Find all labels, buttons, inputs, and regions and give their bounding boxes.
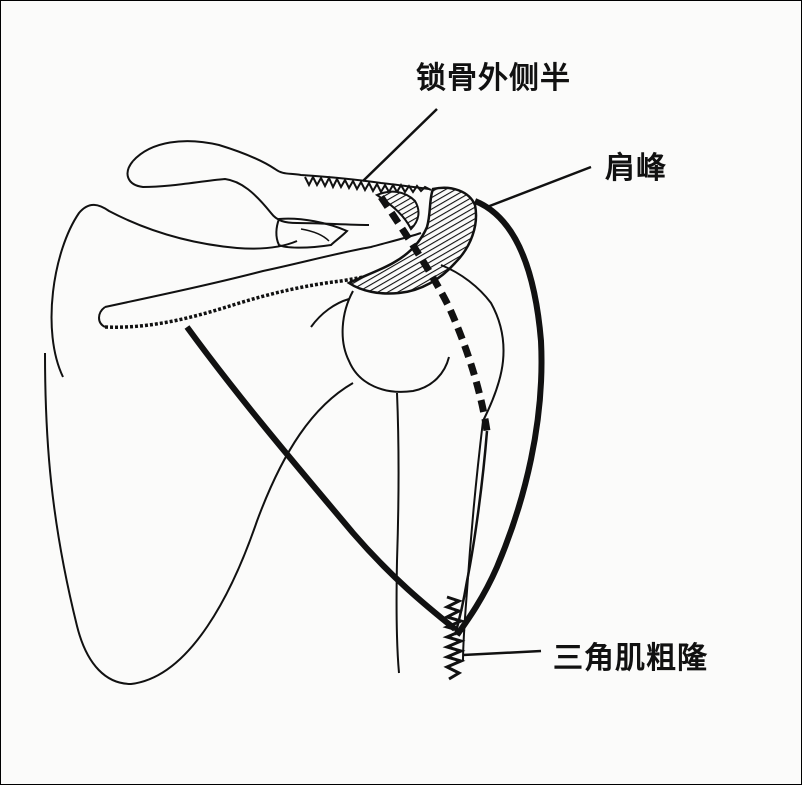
- label-clavicle-lateral-half: 锁骨外侧半: [416, 61, 571, 96]
- label-acromion: 肩峰: [605, 151, 667, 186]
- humeral-head: [341, 290, 450, 393]
- deltoid-tuberosity-mark: [442, 595, 466, 681]
- label-deltoid-tuberosity: 三角肌粗隆: [553, 641, 708, 676]
- scapula-lateral-border: [44, 352, 354, 686]
- clavicle-outline: [132, 140, 430, 190]
- scapular-spine: [104, 232, 422, 308]
- leader-line-clavicle: [362, 108, 438, 182]
- scapula-outline: [50, 203, 298, 378]
- posterior-deltoid-line: [184, 325, 457, 632]
- leader-line-tuberosity: [462, 649, 542, 657]
- anterior-deltoid-line: [454, 198, 545, 637]
- clavicle-lateral-edge: [304, 174, 432, 195]
- humerus-shaft: [395, 392, 400, 674]
- dashed-middle-fibers: [378, 195, 491, 432]
- leader-line-acromion: [486, 165, 592, 209]
